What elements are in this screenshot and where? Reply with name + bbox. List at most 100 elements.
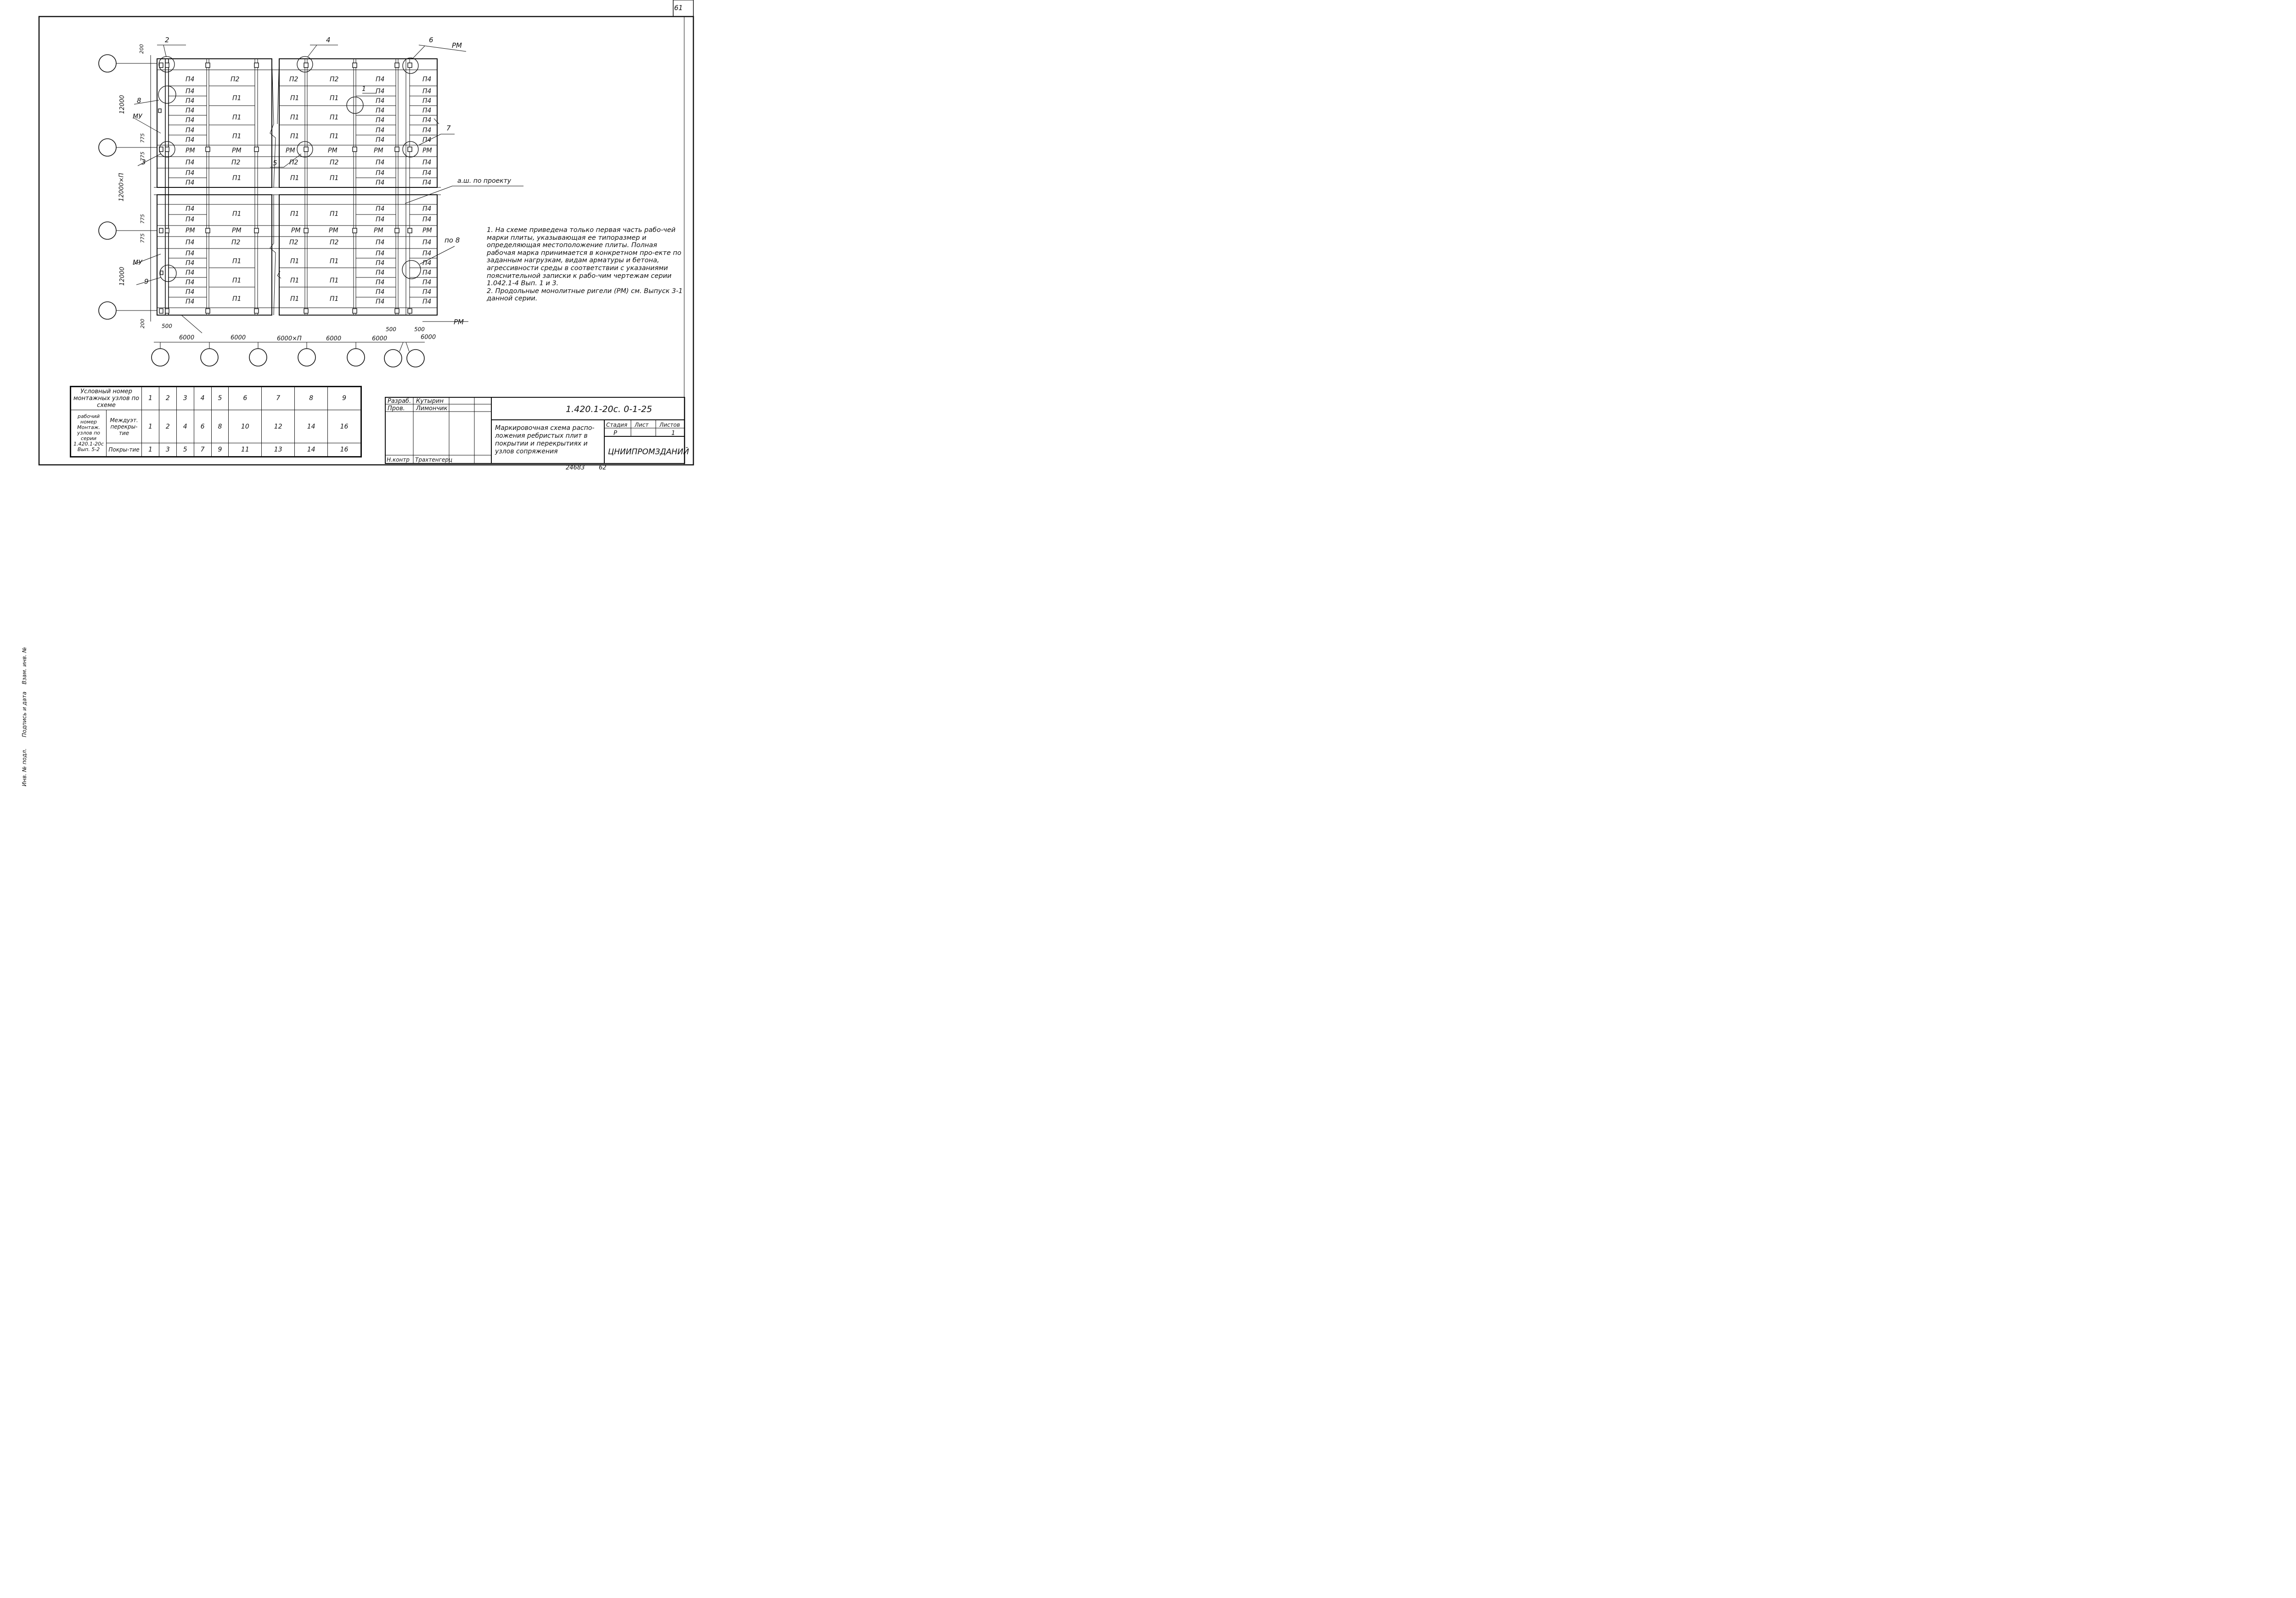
slab-label-rm: РМ xyxy=(422,147,432,154)
dim-6000-4: 6000 xyxy=(372,335,388,342)
slab-label-p4: П4 xyxy=(186,260,195,267)
callout-4: 4 xyxy=(326,36,331,44)
slab-label-p4: П4 xyxy=(422,107,432,114)
legend-floor-6: 10 xyxy=(228,409,262,444)
callout-7: 7 xyxy=(446,124,451,132)
legend-roof-5: 9 xyxy=(211,443,229,457)
slab-label-p4: П4 xyxy=(376,298,385,305)
slab-label-p2: П2 xyxy=(231,239,241,246)
slab-label-p4: П4 xyxy=(186,279,195,286)
dim-200-bottom: 200 xyxy=(140,319,146,328)
slab-label-p2: П2 xyxy=(231,76,240,83)
legend-floor-5: 8 xyxy=(211,409,229,444)
legend-row-group: рабочий номер Монтаж. узлов по серии 1.4… xyxy=(71,409,107,457)
slab-label-p4: П4 xyxy=(376,76,385,83)
slab-label-p1: П1 xyxy=(330,95,339,102)
legend-floor-label: Междуэт. перекры-тие xyxy=(106,409,142,444)
callout-2: 2 xyxy=(165,36,169,44)
slab-label-p4: П4 xyxy=(376,107,385,114)
footer-page: 62 xyxy=(599,464,607,471)
slab-label-p4: П4 xyxy=(186,250,195,257)
slab-label-p4: П4 xyxy=(422,169,432,177)
slab-label-p4: П4 xyxy=(376,279,385,286)
dim-200-top: 200 xyxy=(139,44,145,54)
tb-sheet-label: Лист xyxy=(635,422,649,428)
side-stamp: Инв. № подл. Подпись и дата Взам. инв. № xyxy=(19,322,31,786)
slab-label-p4: П4 xyxy=(422,250,432,257)
slab-label-p4: П4 xyxy=(186,97,195,105)
slab-label-p4: П4 xyxy=(376,169,385,177)
marking-scheme-drawing xyxy=(38,0,694,466)
drawing-notes: 1. На схеме приведена только первая част… xyxy=(487,226,684,303)
slab-label-p4: П4 xyxy=(376,136,385,144)
slab-label-p4: П4 xyxy=(186,169,195,177)
legend-scheme-1: 1 xyxy=(141,387,159,410)
slab-label-rm: РМ xyxy=(186,227,195,234)
callout-to-8: по 8 xyxy=(445,236,460,244)
legend-floor-2: 2 xyxy=(158,409,177,444)
slab-label-p1: П1 xyxy=(330,277,339,284)
slab-label-p4: П4 xyxy=(376,159,385,166)
slab-label-p4: П4 xyxy=(186,127,195,134)
slab-label-rm: РМ xyxy=(232,147,242,154)
dim-6000xn: 6000×П xyxy=(277,335,302,342)
tb-sheets-label: Листов xyxy=(659,422,680,428)
slab-label-rm: РМ xyxy=(186,147,195,154)
slab-label-p4: П4 xyxy=(422,205,432,213)
legend-floor-7: 12 xyxy=(261,409,295,444)
slab-label-p1: П1 xyxy=(330,210,339,218)
dim-12000-top: 12000 xyxy=(119,95,126,114)
tb-developed-label: Разраб. xyxy=(388,398,411,405)
note-2: 2. Продольные монолитные ригели (РМ) см.… xyxy=(487,287,683,303)
slab-label-p1: П1 xyxy=(232,277,242,284)
legend-scheme-9: 9 xyxy=(327,387,361,410)
dim-775-b: 775 xyxy=(140,152,146,161)
legend-header: Условный номер монтажных узлов по схеме xyxy=(71,387,142,410)
legend-scheme-5: 5 xyxy=(211,387,229,410)
slab-label-p4: П4 xyxy=(186,159,195,166)
slab-label-p1: П1 xyxy=(232,175,242,182)
slab-label-p4: П4 xyxy=(422,136,432,144)
slab-label-p4: П4 xyxy=(186,269,195,277)
slab-label-p4: П4 xyxy=(186,107,195,114)
tb-norm-name: Трахтенгерц xyxy=(415,457,453,463)
dim-500-right: 500 xyxy=(414,326,425,333)
slab-label-p4: П4 xyxy=(186,205,195,213)
slab-label-rm: РМ xyxy=(232,227,242,234)
legend-roof-label: Покры-тие xyxy=(106,443,142,457)
slab-label-p4: П4 xyxy=(376,250,385,257)
tb-norm-label: Н.контр xyxy=(387,457,410,463)
tb-sheets: 1 xyxy=(671,430,675,437)
slab-label-p1: П1 xyxy=(290,95,299,102)
slab-label-p2: П2 xyxy=(289,159,298,166)
tb-stage: Р xyxy=(613,430,617,437)
slab-label-p2: П2 xyxy=(330,159,339,166)
slab-label-rm: РМ xyxy=(374,227,383,234)
slab-label-p4: П4 xyxy=(422,298,432,305)
legend-scheme-7: 7 xyxy=(261,387,295,410)
side-stamp-1: Инв. № подл. xyxy=(21,748,28,786)
slab-label-p4: П4 xyxy=(376,97,385,105)
slab-label-p1: П1 xyxy=(290,210,299,218)
legend-scheme-6: 6 xyxy=(228,387,262,410)
dim-6000-5: 6000 xyxy=(421,334,436,341)
dim-6000-2: 6000 xyxy=(231,334,246,341)
slab-label-p4: П4 xyxy=(422,159,432,166)
slab-label-p4: П4 xyxy=(376,269,385,277)
slab-label-p2: П2 xyxy=(289,76,298,83)
legend-floor-9: 16 xyxy=(327,409,361,444)
tb-title: Маркировочная схема распо-ложения ребрис… xyxy=(495,424,595,455)
legend-scheme-3: 3 xyxy=(176,387,194,410)
title-block-grid xyxy=(385,397,685,464)
slab-label-p4: П4 xyxy=(186,216,195,223)
slab-label-p1: П1 xyxy=(232,114,242,121)
slab-label-p4: П4 xyxy=(376,239,385,246)
slab-label-p4: П4 xyxy=(376,260,385,267)
rm-label-top: РМ xyxy=(452,41,462,50)
slab-label-p4: П4 xyxy=(186,179,195,186)
callout-1: 1 xyxy=(362,85,366,93)
legend-floor-1: 1 xyxy=(141,409,159,444)
slab-label-p2: П2 xyxy=(289,239,298,246)
slab-label-p1: П1 xyxy=(330,295,339,303)
slab-label-p4: П4 xyxy=(186,288,195,296)
